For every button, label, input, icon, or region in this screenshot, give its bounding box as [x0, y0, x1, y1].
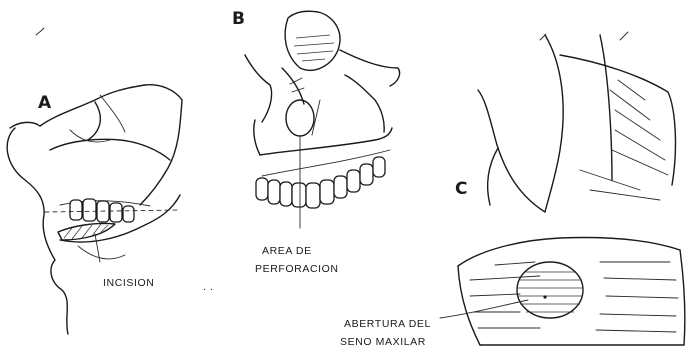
panel-c-letter: C [455, 179, 467, 199]
panel-b-label-line1: AREA DE [262, 245, 312, 257]
panel-a-incision-area [58, 223, 115, 240]
panel-b-letter: B [232, 9, 245, 29]
panel-c-label-line2: SENO MAXILAR [340, 336, 426, 348]
panel-c-sinus-opening [517, 262, 583, 318]
panel-b-perforation-area [286, 100, 314, 136]
panel-c-label-line1: ABERTURA DEL [344, 318, 431, 330]
panel-b-label-line2: PERFORACION [255, 263, 339, 275]
panel-c-sinus-opening-drawing: C ABERTURA DEL SENO MAXILAR [340, 32, 685, 348]
panel-a-lateral-face-drawing: A INCISION . . [7, 28, 213, 334]
panel-a-dot-marks: . . [203, 281, 214, 293]
panel-a-label-incision: INCISION [103, 277, 154, 289]
panel-a-letter: A [38, 93, 52, 113]
panel-b-frontal-skull-drawing: B AREA DE PERFORA [232, 9, 400, 275]
